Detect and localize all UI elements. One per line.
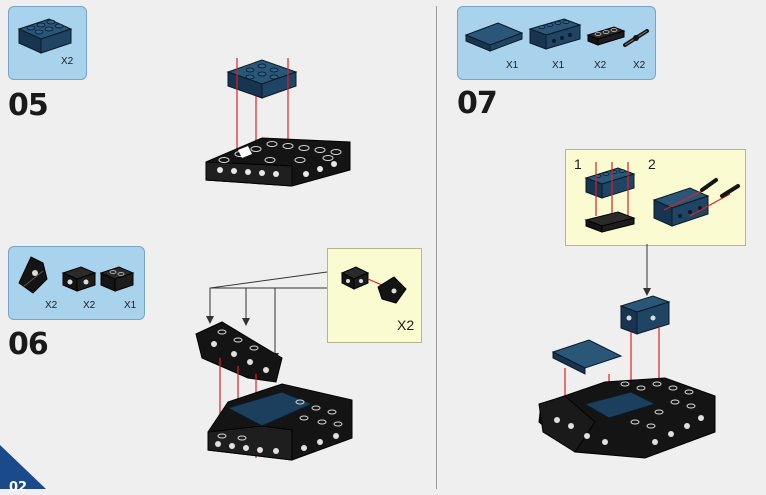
part-qty-label: X1 bbox=[506, 60, 519, 71]
dark-blue-technic-brick-1x4-icon bbox=[528, 18, 582, 50]
step-07-parts-box: X1 X1 X2 X2 bbox=[457, 6, 656, 80]
step-06-parts-box: X2 X2 X1 bbox=[8, 246, 145, 320]
step-06-subassembly-callout: X2 bbox=[327, 248, 422, 343]
black-technic-pin-long-icon bbox=[623, 29, 649, 47]
column-divider bbox=[436, 6, 437, 489]
dark-blue-brick-2x3-icon bbox=[17, 18, 73, 54]
callout-qty-label: X2 bbox=[397, 317, 415, 333]
subassembly-2-illustration bbox=[652, 178, 740, 227]
black-brick-1x2-icon bbox=[99, 266, 135, 292]
subassembly-1-illustration bbox=[584, 162, 636, 233]
black-clip-wing-piece-icon bbox=[18, 256, 48, 294]
step-05-assembly-illustration bbox=[205, 58, 351, 187]
step-07-subassembly-callout: 1 2 bbox=[565, 149, 746, 246]
part-qty-label: X2 bbox=[633, 60, 646, 71]
part-qty-label: X2 bbox=[594, 60, 607, 71]
subassembly-label-1: 1 bbox=[574, 156, 582, 172]
part-qty-label: X2 bbox=[61, 56, 74, 67]
part-qty-label: X2 bbox=[45, 300, 58, 311]
page-corner-tab bbox=[0, 445, 46, 489]
clip-wing-subassembly-icon bbox=[340, 266, 407, 304]
step-07-assembly-illustration bbox=[538, 295, 716, 459]
subassembly-label-2: 2 bbox=[648, 156, 656, 172]
step-05-parts-box: X2 bbox=[8, 6, 87, 80]
step-number-05: 05 bbox=[8, 88, 49, 123]
step-number-06: 06 bbox=[8, 327, 49, 362]
part-qty-label: X2 bbox=[83, 300, 96, 311]
dark-blue-tile-2x4-icon bbox=[464, 22, 524, 52]
black-plate-1x3-icon bbox=[586, 26, 626, 46]
part-qty-label: X1 bbox=[552, 60, 565, 71]
black-brick-1x2-with-holes-icon bbox=[61, 266, 97, 292]
step-06-assembly-illustration bbox=[195, 321, 353, 461]
part-qty-label: X1 bbox=[124, 300, 137, 311]
step-number-07: 07 bbox=[457, 86, 498, 121]
